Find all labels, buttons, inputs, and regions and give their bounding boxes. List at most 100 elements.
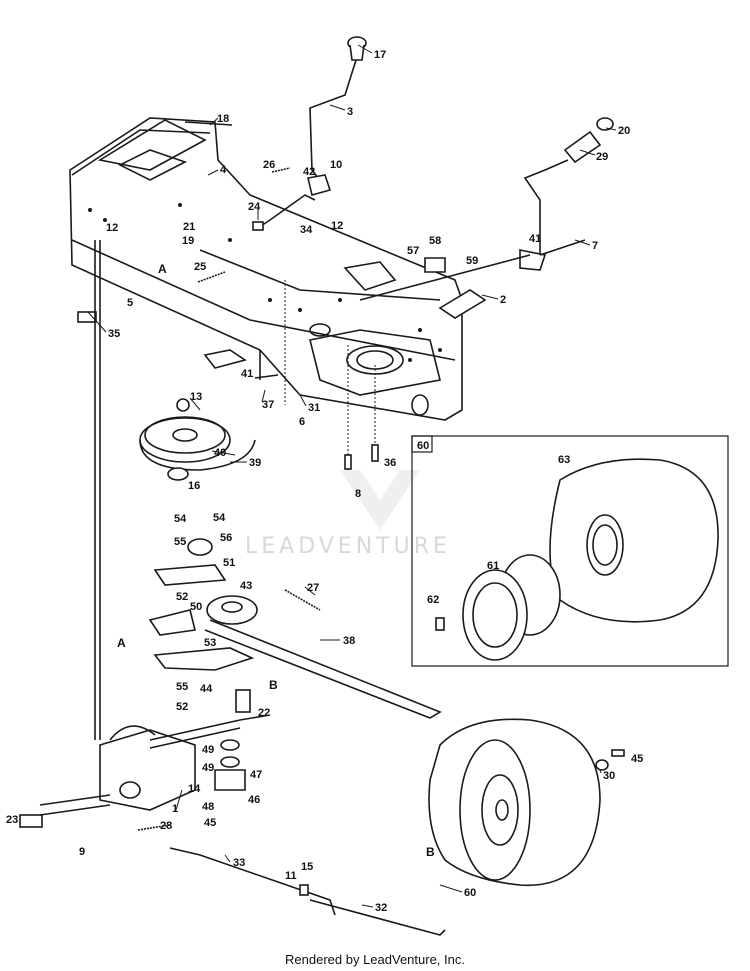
callout-27: 27 (307, 582, 319, 594)
footer-credit: Rendered by LeadVenture, Inc. (285, 952, 465, 967)
callout-45a: 45 (204, 817, 216, 829)
part-32-rod (309, 899, 446, 936)
callout-53: 53 (204, 637, 216, 649)
callout-30: 30 (603, 770, 615, 782)
callout-6: 6 (299, 416, 305, 428)
part-2-rod (359, 254, 531, 301)
callout-54a: 54 (174, 513, 187, 525)
callout-21: 21 (183, 221, 195, 233)
part-1-transaxle (99, 719, 241, 811)
part-26-spring (271, 167, 291, 173)
part-8-bolt (344, 454, 352, 470)
part-56-pulley (187, 538, 213, 556)
callout-45b: 45 (631, 753, 643, 765)
callout-9: 9 (79, 846, 85, 858)
callout-51: 51 (223, 557, 235, 569)
callout-4: 4 (220, 164, 227, 176)
callout-34: 34 (300, 224, 313, 236)
callout-36: 36 (384, 457, 396, 469)
callout-7: 7 (592, 240, 598, 252)
callout-62: 62 (427, 594, 439, 606)
chassis-frame (69, 117, 463, 421)
callout-49b: 49 (202, 762, 214, 774)
ref-letter-b-bottom: B (426, 845, 435, 859)
callout-50: 50 (190, 601, 202, 613)
part-3-shift-lever (309, 59, 357, 179)
callout-48: 48 (202, 801, 214, 813)
part-11-clip (299, 884, 309, 896)
callout-12a: 12 (106, 222, 118, 234)
callout-52a: 52 (176, 591, 188, 603)
watermark-text: LEADVENTURE (245, 534, 451, 559)
part-57-block (424, 257, 446, 273)
callout-35: 35 (108, 328, 120, 340)
callout-29: 29 (596, 151, 608, 163)
callout-47: 47 (250, 769, 262, 781)
part-42-bracket (307, 174, 332, 196)
part-24-clip (252, 221, 264, 231)
callout-15: 15 (301, 861, 313, 873)
callout-63: 63 (558, 454, 570, 466)
callout-49a: 49 (202, 744, 214, 756)
callout-12b: 12 (331, 220, 343, 232)
callout-5: 5 (127, 297, 133, 309)
callout-26: 26 (263, 159, 275, 171)
callout-32: 32 (375, 902, 387, 914)
callout-41a: 41 (529, 233, 541, 245)
callout-2: 2 (500, 294, 506, 306)
callout-46: 46 (248, 794, 260, 806)
callout-55b: 55 (176, 681, 188, 693)
ref-letter-a-top: A (158, 262, 167, 276)
callout-39: 39 (249, 457, 261, 469)
part-30-washer (595, 759, 609, 771)
callout-16: 16 (188, 480, 200, 492)
part-36-bolt (371, 444, 379, 462)
callout-42: 42 (303, 166, 315, 178)
callout-3: 3 (347, 106, 353, 118)
callout-57: 57 (407, 245, 419, 257)
callout-13: 13 (190, 391, 202, 403)
callout-58: 58 (429, 235, 441, 247)
callout-22: 22 (258, 707, 270, 719)
callout-59: 59 (466, 255, 478, 267)
callout-60: 60 (464, 887, 476, 899)
part-34-rod (257, 194, 316, 229)
part-28-spring (137, 824, 171, 831)
callout-18: 18 (217, 113, 229, 125)
callout-44: 44 (200, 683, 213, 695)
callout-17: 17 (374, 49, 386, 61)
callout-37: 37 (262, 399, 274, 411)
part-38-belt (204, 619, 442, 719)
callout-55a: 55 (174, 536, 186, 548)
callout-41b: 41 (241, 368, 253, 380)
callout-labels: 1 2 3 4 5 6 7 8 9 10 11 12 12 13 14 15 1… (6, 49, 643, 914)
part-27-spring (284, 589, 321, 611)
part-35-clip (77, 311, 97, 323)
callout-28: 28 (160, 820, 172, 832)
part-13-nut (176, 398, 190, 412)
callout-33: 33 (233, 857, 245, 869)
part-29-grip (563, 117, 614, 164)
callout-52b: 52 (176, 701, 188, 713)
part-25-spring (197, 271, 226, 283)
part-44-bracket (153, 647, 255, 671)
callout-56: 56 (220, 532, 232, 544)
callout-24: 24 (248, 201, 261, 213)
ref-letter-a-bottom: A (117, 636, 126, 650)
part-22-sleeve (235, 689, 251, 713)
axle-left (39, 794, 111, 806)
part-45-bolt (611, 749, 625, 757)
wheel-detail-box (411, 435, 729, 667)
part-50-plate (148, 609, 196, 636)
callout-10: 10 (330, 159, 342, 171)
callout-25: 25 (194, 261, 206, 273)
callout-20: 20 (618, 125, 630, 137)
callout-11: 11 (285, 870, 297, 882)
callout-43: 43 (240, 580, 252, 592)
callout-38: 38 (343, 635, 355, 647)
callout-8: 8 (355, 488, 361, 500)
part-2-lever (523, 159, 569, 265)
part-43-idler (206, 595, 258, 625)
